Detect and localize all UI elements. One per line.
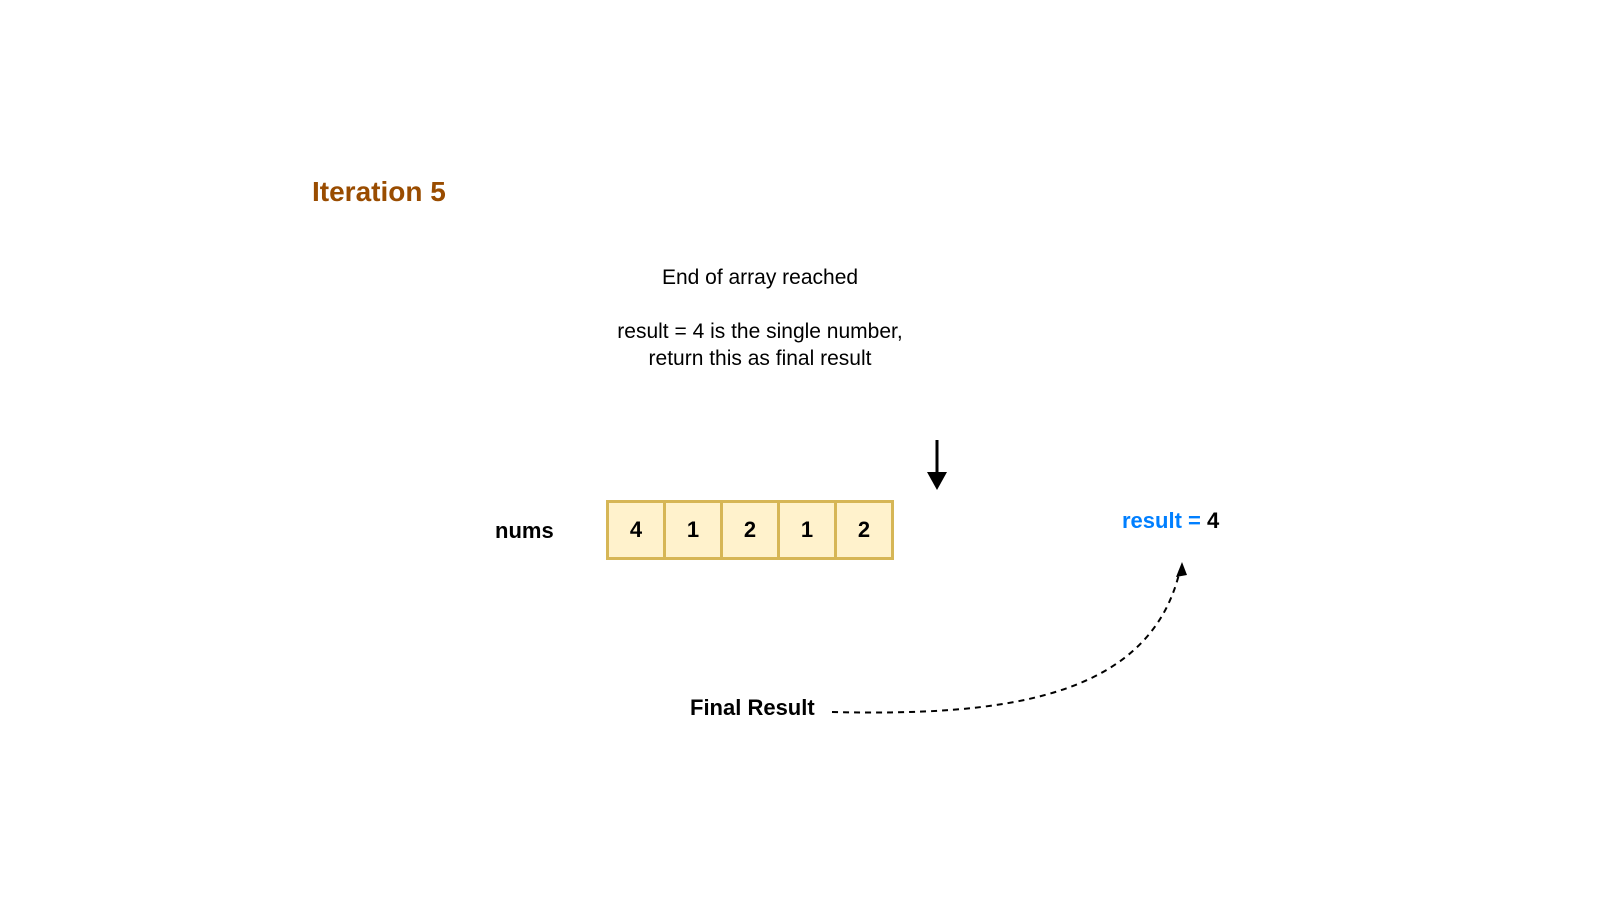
result-label: result = bbox=[1122, 508, 1201, 533]
array-cell: 4 bbox=[606, 500, 666, 560]
arrow-down-icon bbox=[927, 440, 947, 490]
result-value: 4 bbox=[1207, 508, 1220, 533]
array-label: nums bbox=[495, 518, 554, 543]
iteration-title: Iteration 5 bbox=[312, 176, 446, 207]
result-display: result = 4 bbox=[1122, 508, 1219, 534]
description-line-2: result = 4 is the single number, bbox=[617, 320, 903, 343]
array-cell: 1 bbox=[663, 500, 723, 560]
step-description: End of array reached result = 4 is the s… bbox=[560, 264, 960, 372]
array-cell: 2 bbox=[834, 500, 894, 560]
description-line-1: End of array reached bbox=[661, 266, 859, 289]
description-line-3: return this as final result bbox=[648, 347, 872, 370]
nums-array: 4 1 2 1 2 bbox=[606, 500, 894, 560]
final-result-label: Final Result bbox=[690, 695, 815, 720]
